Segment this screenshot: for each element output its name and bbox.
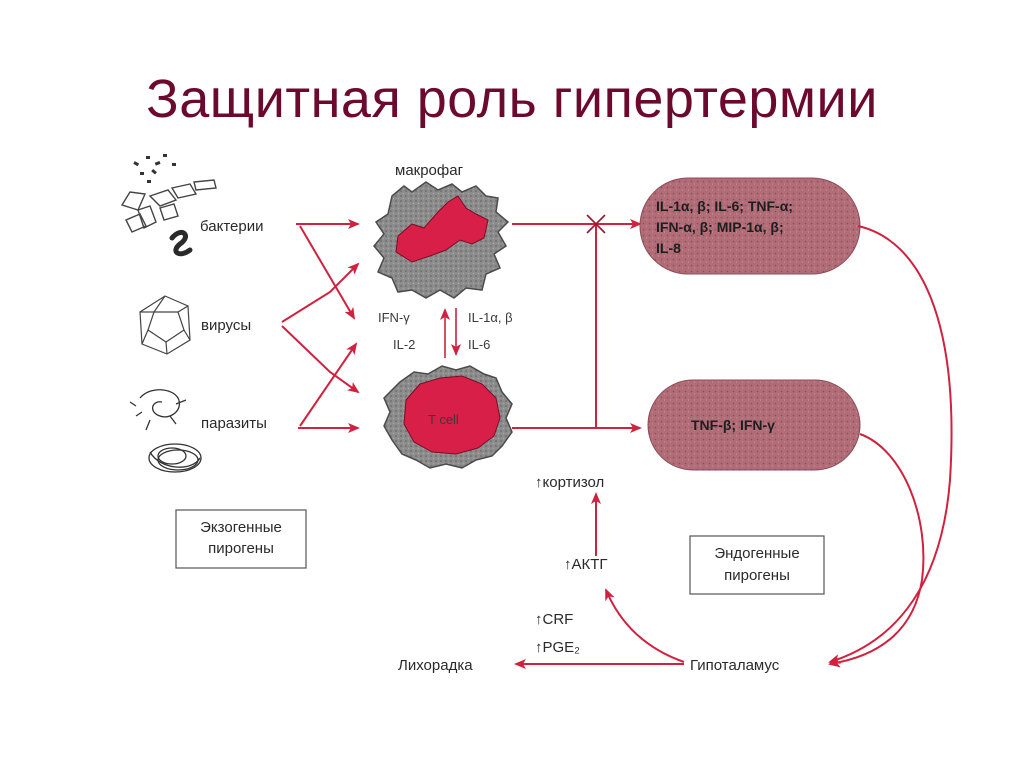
hypothalamus-arrows: [514, 225, 953, 669]
acth-label: ↑АКТГ: [564, 556, 608, 573]
ifn-gamma-label: IFN-γ: [378, 310, 410, 325]
cortisol-label: ↑кортизол: [535, 474, 604, 491]
hypothalamus-label: Гипоталамус: [690, 657, 780, 674]
cytokines-bottom-pill: TNF-β; IFN-γ: [647, 379, 861, 471]
cytokines-top-pill: IL-1α, β; IL-6; TNF-α; IFN-α, β; MIP-1α,…: [639, 177, 861, 275]
viruses-label: вирусы: [201, 317, 251, 334]
tcell-label: T cell: [428, 412, 459, 427]
il1-label: IL-1α, β: [468, 310, 513, 325]
cytokines-top-line3: IL-8: [656, 240, 681, 256]
slide-title: Защитная роль гипертермии: [146, 69, 878, 129]
parasite-icon: [129, 389, 202, 473]
cytokines-top-line1: IL-1α, β; IL-6; TNF-α;: [656, 198, 793, 214]
bacteria-label: бактерии: [200, 218, 263, 235]
macrophage-cell: [373, 181, 510, 299]
fever-label: Лихорадка: [398, 657, 473, 674]
crf-label: ↑CRF: [535, 611, 573, 628]
macrophage-label: макрофаг: [395, 162, 464, 179]
pge2-label: ↑PGE₂: [535, 639, 580, 656]
parasites-label: паразиты: [201, 415, 267, 432]
il6-label: IL-6: [468, 337, 490, 352]
endogenous-pyrogens-box: Эндогенные пирогены: [689, 535, 825, 595]
cytokines-top-line2: IFN-α, β; MIP-1α, β;: [656, 219, 784, 235]
exogenous-line2: пирогены: [208, 540, 274, 557]
pathogen-arrows: [281, 219, 360, 433]
exogenous-pyrogens-box: Экзогенные пирогены: [175, 509, 307, 569]
cytokines-bottom-line1: TNF-β; IFN-γ: [691, 417, 775, 433]
il2-label: IL-2: [393, 337, 415, 352]
exogenous-line1: Экзогенные: [200, 519, 282, 536]
cytokine-arrows: [512, 214, 642, 433]
virus-icon: [139, 295, 191, 355]
endogenous-line2: пирогены: [724, 567, 790, 584]
endogenous-line1: Эндогенные: [714, 545, 799, 562]
bacteria-icon: [120, 154, 217, 257]
tcell-cell: [383, 365, 513, 469]
